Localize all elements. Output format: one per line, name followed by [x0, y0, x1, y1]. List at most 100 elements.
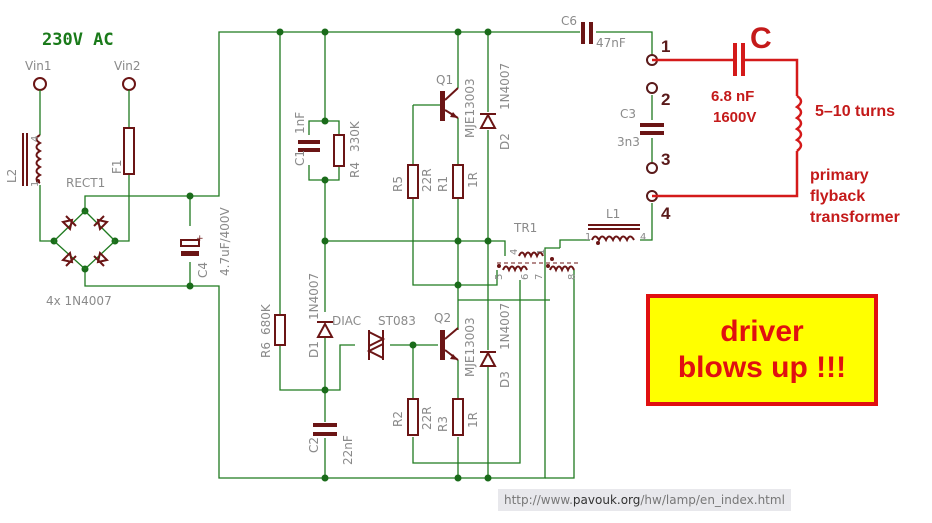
c4-value: 4.7uF/400V — [218, 206, 232, 276]
r4-label: R4 — [348, 162, 362, 178]
cap-value: 6.8 nF — [711, 88, 754, 105]
cap-voltage: 1600V — [713, 109, 756, 126]
c3-value: 3n3 — [617, 135, 640, 149]
tr1-pin-1: 1 — [536, 249, 547, 255]
source-url[interactable]: http://www.pavouk.org/hw/lamp/en_index.h… — [498, 489, 791, 511]
diac-value: ST083 — [378, 314, 416, 328]
r5-resistor — [407, 164, 419, 199]
d3-diode — [479, 350, 497, 367]
url-path: /hw/lamp/en_index.html — [640, 493, 785, 507]
tr1-transformer — [497, 251, 578, 273]
d3-label: D3 — [498, 371, 512, 388]
vin1-terminal — [33, 77, 47, 91]
c2-capacitor — [313, 423, 337, 436]
cap-c-label: C — [750, 22, 772, 55]
terminal-1-label: 1 — [661, 37, 670, 56]
d1-label: D1 — [307, 341, 321, 358]
l1-pin-b: 4 — [640, 232, 646, 243]
tr1-pin-8: 8 — [567, 274, 578, 280]
vin2-terminal — [122, 77, 136, 91]
bridge-rectifier — [53, 210, 116, 270]
r4-value: 330K — [348, 120, 362, 152]
c3-capacitor — [640, 123, 664, 135]
d3-value: 1N4007 — [498, 303, 512, 350]
q1-transistor — [440, 87, 459, 121]
c2-value: 22nF — [341, 435, 355, 465]
l1-label: L1 — [606, 207, 620, 221]
c4-capacitor: + — [180, 234, 204, 256]
r2-value: 22R — [420, 406, 434, 430]
q2-label: Q2 — [434, 311, 451, 325]
rect1-value: 4x 1N4007 — [46, 294, 112, 308]
c6-label: C6 — [561, 14, 577, 28]
coil-label-1: primary — [810, 167, 869, 184]
warning-line-2: blows up !!! — [677, 351, 847, 384]
diac — [366, 330, 386, 360]
l2-pin-b: 1 — [30, 181, 41, 187]
l1-pin-a: 1 — [585, 232, 591, 243]
l2-inductor — [22, 133, 43, 186]
r2-resistor — [407, 398, 419, 436]
c3-label: C3 — [620, 107, 636, 121]
r6-resistor — [274, 314, 286, 346]
c6-capacitor — [581, 22, 593, 44]
q2-value: MJE13003 — [463, 317, 477, 377]
d1-value: 1N4007 — [307, 273, 321, 320]
terminal-3 — [646, 162, 658, 174]
c4-label: C4 — [196, 262, 210, 278]
q2-transistor — [440, 327, 459, 361]
terminal-3-label: 3 — [661, 150, 670, 169]
warning-line-1: driver — [720, 315, 804, 348]
l2-pin-a: 4 — [30, 136, 41, 142]
q1-label: Q1 — [436, 73, 453, 87]
r3-label: R3 — [436, 416, 450, 432]
svg-text:+: + — [196, 234, 204, 244]
r1-label: R1 — [436, 176, 450, 192]
f1-label: F1 — [110, 159, 124, 174]
url-prefix: http://www. — [504, 493, 573, 507]
d2-diode — [479, 112, 497, 129]
r6-label: R6 — [259, 342, 273, 358]
c2-label: C2 — [307, 437, 321, 453]
c6-value: 47nF — [596, 36, 626, 50]
tr1-pin-4: 4 — [509, 249, 520, 255]
coil-label-3: transformer — [810, 209, 900, 226]
l2-label: L2 — [5, 169, 19, 183]
c1-value: 1nF — [293, 112, 307, 134]
q1-value: MJE13003 — [463, 78, 477, 138]
c1-label: C1 — [293, 150, 307, 166]
vin1-label: Vin1 — [25, 59, 52, 73]
terminal-2 — [646, 82, 658, 94]
terminal-4-label: 4 — [661, 204, 671, 223]
r1-value: 1R — [466, 172, 480, 188]
warning-box: driver blows up !!! — [646, 294, 878, 406]
tr1-pin-6: 6 — [520, 274, 531, 280]
terminal-2-label: 2 — [661, 90, 670, 109]
tr1-pin-7: 7 — [534, 274, 545, 280]
wires — [39, 31, 653, 479]
d1-diode — [316, 321, 334, 338]
diac-label: DIAC — [332, 314, 361, 328]
r4-resistor — [333, 134, 345, 167]
c1-capacitor — [298, 140, 320, 152]
r3-resistor — [452, 398, 464, 436]
d2-value: 1N4007 — [498, 63, 512, 110]
tr1-label: TR1 — [513, 221, 537, 235]
r5-label: R5 — [391, 176, 405, 192]
title-label: 230V AC — [42, 30, 114, 50]
tr1-pin-5: 5 — [494, 274, 505, 280]
r6-value: 680K — [259, 303, 273, 335]
coil-label-2: flyback — [810, 188, 865, 205]
flyback-annotation — [652, 43, 803, 198]
r1-resistor — [452, 164, 464, 199]
d2-label: D2 — [498, 133, 512, 150]
url-domain: pavouk.org — [572, 493, 641, 507]
rect1-label: RECT1 — [66, 176, 105, 190]
r5-value: 22R — [420, 168, 434, 192]
turns-label: 5–10 turns — [815, 103, 895, 120]
vin2-label: Vin2 — [114, 59, 141, 73]
l1-inductor — [588, 224, 640, 245]
r2-label: R2 — [391, 411, 405, 427]
